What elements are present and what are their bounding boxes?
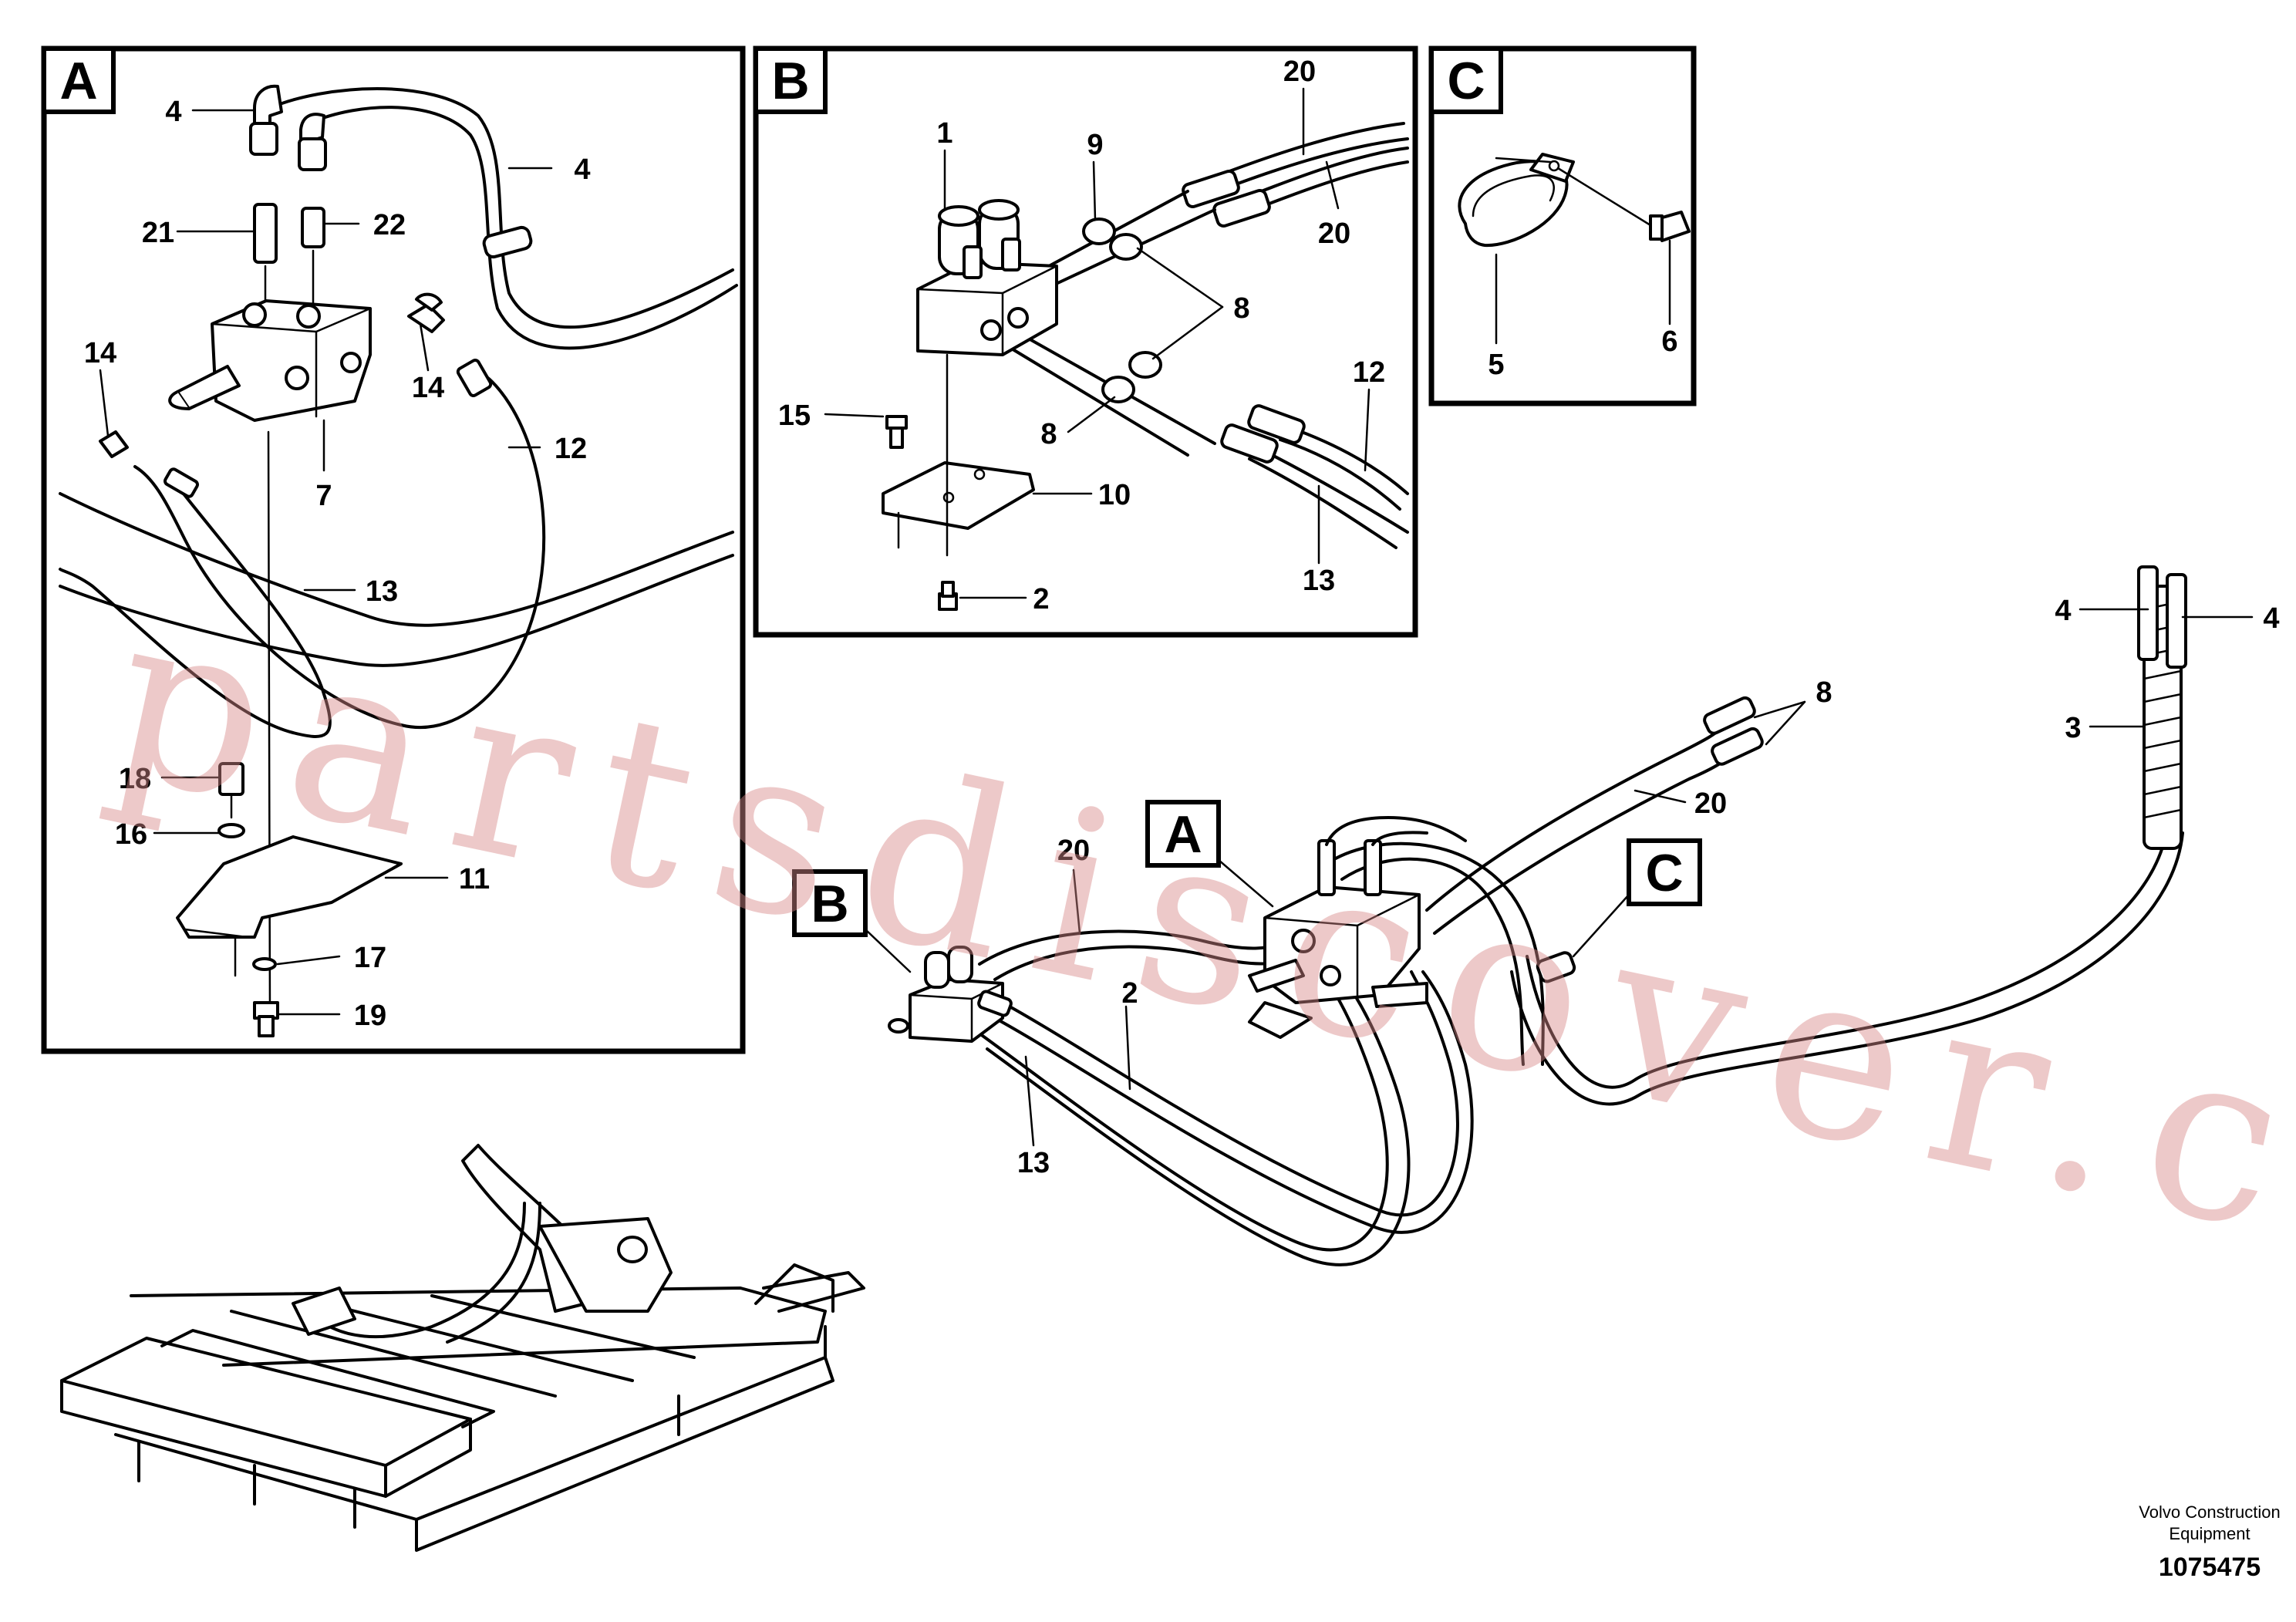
main-tag-c: C: [1645, 844, 1683, 902]
callout-b-8-upper: 8: [1233, 292, 1249, 325]
callout-a-19: 19: [354, 1000, 386, 1032]
main-valve-a: [1248, 815, 1467, 1039]
callout-b-13: 13: [1303, 565, 1335, 597]
callout-main-13: 13: [1017, 1147, 1050, 1179]
callout-b-10: 10: [1098, 479, 1131, 511]
panel-c-tag: C: [1447, 52, 1485, 110]
callout-a-18: 18: [119, 763, 151, 795]
callout-a-16: 16: [115, 818, 147, 851]
callout-b-1: 1: [936, 117, 952, 150]
machine-frame-locator: [60, 1144, 865, 1552]
callout-b-9: 9: [1087, 129, 1103, 161]
callout-a-17: 17: [354, 942, 386, 974]
panel-b-tag: B: [771, 52, 809, 110]
callout-main-4-left: 4: [2055, 595, 2071, 627]
callout-a-4-hose: 4: [574, 153, 590, 186]
callout-b-8-lower: 8: [1040, 418, 1057, 450]
callout-main-2: 2: [1121, 977, 1138, 1010]
callout-main-8: 8: [1816, 676, 1832, 709]
detail-panel-a: A: [41, 46, 746, 1054]
company-name-line2: Equipment: [2169, 1524, 2250, 1543]
callout-a-13: 13: [366, 575, 398, 608]
drawing-number: 1075475: [2159, 1553, 2261, 1582]
detail-panel-c: C 5 6: [1428, 46, 1697, 406]
callout-c-6: 6: [1661, 325, 1677, 358]
callout-main-20-right: 20: [1694, 787, 1727, 820]
callout-b-15: 15: [778, 400, 811, 432]
callout-a-14-left: 14: [84, 337, 116, 369]
watermark-text: partsdiscover.com: [92, 560, 2296, 1376]
main-valve-b: [888, 946, 1013, 1043]
company-name-line1: Volvo Construction: [2139, 1502, 2280, 1522]
callout-a-11: 11: [459, 863, 490, 895]
callout-c-5: 5: [1488, 349, 1504, 381]
callout-b-12: 12: [1353, 356, 1385, 389]
detail-panel-b: B: [753, 46, 1418, 638]
callout-main-4-right: 4: [2263, 602, 2279, 635]
callout-b-20-lower: 20: [1318, 218, 1350, 250]
panel-a-tag: A: [59, 52, 97, 110]
callout-b-2: 2: [1033, 583, 1049, 615]
callout-a-14-right: 14: [412, 372, 444, 404]
callout-a-22: 22: [373, 209, 406, 241]
main-tag-b: B: [811, 875, 848, 933]
callout-a-12: 12: [555, 433, 587, 465]
main-tag-a: A: [1164, 805, 1202, 864]
callout-b-20-top: 20: [1283, 56, 1316, 88]
callout-a-4-top: 4: [165, 96, 181, 128]
main-assembly: 4 4 3 8 20 20 13 2: [792, 565, 2280, 1266]
callout-main-20-left: 20: [1057, 835, 1090, 867]
callout-a-7: 7: [315, 480, 332, 512]
callout-a-21: 21: [142, 217, 174, 249]
callout-main-3: 3: [2065, 712, 2081, 744]
